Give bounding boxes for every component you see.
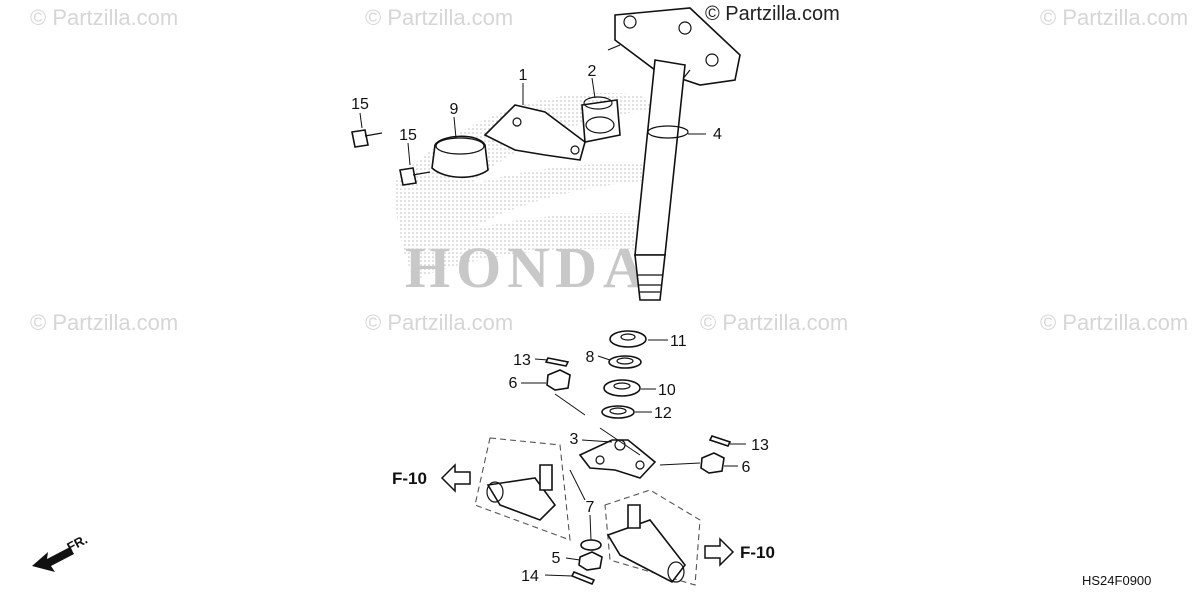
tie-rod-end-right <box>604 489 701 586</box>
arrow-right-icon <box>704 537 735 567</box>
watermark: © Partzilla.com <box>365 310 513 335</box>
watermark-top: © Partzilla.com <box>705 3 840 25</box>
part-13-pin-right <box>708 435 732 447</box>
callout-part-10: 10 <box>658 382 676 399</box>
callout-part-15-upper: 15 <box>351 96 369 113</box>
callout-part-13-right: 13 <box>751 437 769 454</box>
reference-label[interactable]: F-10 <box>740 543 775 562</box>
part-7-washer <box>580 539 602 551</box>
part-2-bushing <box>581 96 621 143</box>
part-3-arm <box>578 439 657 479</box>
callout-part-13-left: 13 <box>513 352 531 369</box>
callout-part-1: 1 <box>519 67 528 84</box>
callouts: 1 2 3 4 5 6 6 7 8 9 10 11 12 13 13 14 15… <box>351 63 769 585</box>
watermark: © Partzilla.com <box>365 5 513 30</box>
callout-part-6-left: 6 <box>509 375 518 392</box>
callout-part-14: 14 <box>521 568 539 585</box>
callout-part-15-lower: 15 <box>399 127 417 144</box>
watermark: © Partzilla.com <box>30 310 178 335</box>
front-arrow-icon <box>32 547 74 572</box>
part-14-pin <box>570 570 596 586</box>
callout-part-4: 4 <box>713 126 722 143</box>
reference-label[interactable]: F-10 <box>392 469 427 488</box>
watermark-layer: © Partzilla.com © Partzilla.com © Partzi… <box>30 3 1188 335</box>
callout-part-7: 7 <box>586 499 595 516</box>
part-6-nut-right <box>700 452 725 474</box>
callout-part-3: 3 <box>570 431 579 448</box>
watermark: © Partzilla.com <box>30 5 178 30</box>
tie-rod-end-left <box>474 437 571 541</box>
part-8-seal <box>608 355 642 369</box>
leader-lines <box>359 77 746 577</box>
callout-part-2: 2 <box>588 63 597 80</box>
part-11-bearing <box>609 330 647 348</box>
callout-part-11: 11 <box>670 333 687 350</box>
part-13-pin-left <box>544 357 570 367</box>
diagram-code: HS24F0900 <box>1082 573 1151 588</box>
watermark: © Partzilla.com <box>1040 310 1188 335</box>
arrow-left-icon <box>440 463 471 493</box>
watermark: © Partzilla.com <box>700 310 848 335</box>
part-10-bearing <box>603 379 641 397</box>
part-1-holder <box>483 104 586 161</box>
callout-part-5: 5 <box>552 550 561 567</box>
steering-shaft <box>607 7 741 301</box>
reference-f10-right[interactable]: F-10 <box>704 537 775 567</box>
callout-part-8: 8 <box>586 349 595 366</box>
honda-wordmark: HONDA <box>405 235 651 300</box>
callout-part-12: 12 <box>654 405 672 422</box>
part-9-clamp <box>431 135 489 179</box>
reference-f10-left[interactable]: F-10 <box>392 463 471 493</box>
callout-part-9: 9 <box>450 101 459 118</box>
front-direction-indicator: FR. <box>32 532 90 572</box>
watermark: © Partzilla.com <box>1040 5 1188 30</box>
callout-part-6-right: 6 <box>742 459 751 476</box>
part-15-bolt-upper <box>351 129 383 148</box>
part-6-nut-left <box>546 369 571 391</box>
part-15-bolt-lower <box>399 167 431 186</box>
part-12-seal <box>601 405 635 419</box>
part-5-nut <box>578 551 603 571</box>
